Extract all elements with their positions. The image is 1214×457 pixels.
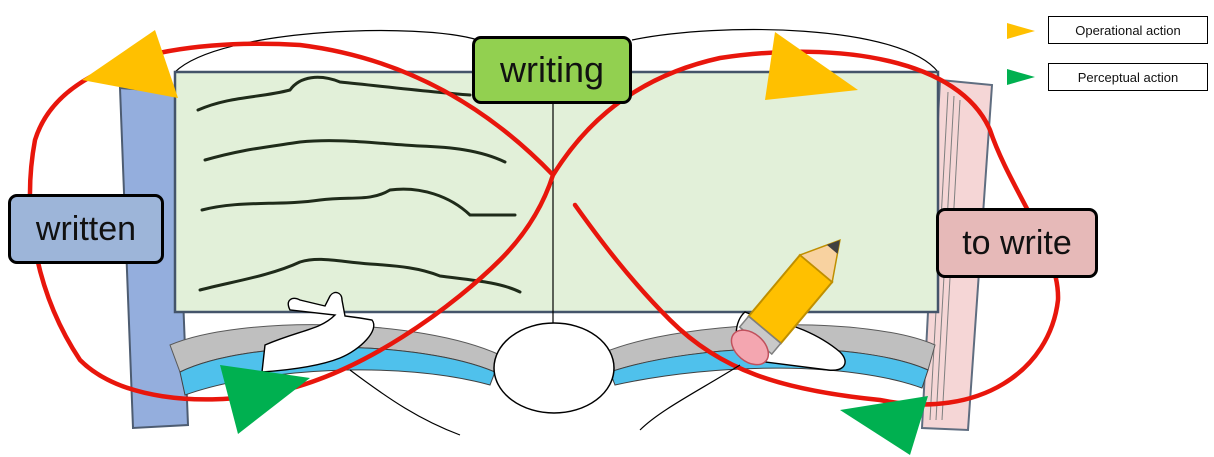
right-arm (639, 364, 741, 431)
written-text-lines (196, 75, 522, 294)
pencil-icon (730, 239, 841, 366)
legend-perceptual-marker (1007, 69, 1035, 85)
to-write-label: to write (936, 208, 1098, 278)
legend-operational-action: Operational action (1048, 16, 1208, 44)
operational-arrow-right (765, 32, 858, 100)
left-hand-icon (261, 291, 375, 373)
left-arm (349, 369, 461, 436)
legend-operational-marker (1007, 23, 1035, 39)
legend-perceptual-action: Perceptual action (1048, 63, 1208, 91)
writing-label: writing (472, 36, 632, 104)
head-icon (493, 322, 615, 414)
perceptual-arrow-left (220, 365, 310, 434)
written-label: written (8, 194, 164, 264)
book-back-outline (174, 28, 939, 73)
perceptual-arrow-right (840, 396, 928, 455)
operational-arrow-left (82, 30, 178, 98)
